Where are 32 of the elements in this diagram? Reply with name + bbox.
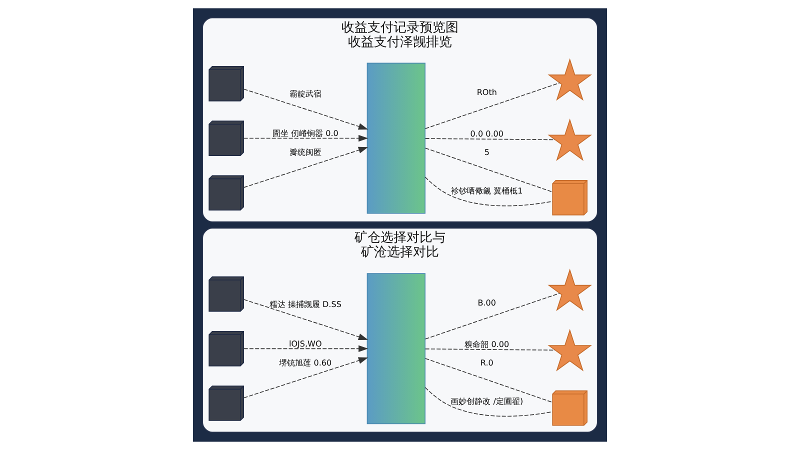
connector: [424, 348, 556, 351]
connector: [424, 358, 553, 403]
edge-label: 画妙创静改 /定圃翟): [450, 397, 524, 406]
edge-label: 0.0 0.00: [470, 130, 504, 139]
connector: [424, 176, 553, 206]
arrow: [243, 357, 368, 398]
edge-label: 霸靛武宿: [289, 90, 322, 99]
connector: [424, 148, 553, 192]
arrow: [243, 345, 368, 352]
edge-label: ROth: [476, 88, 497, 97]
node-picture: [366, 62, 426, 214]
edge-label: 糗命韶 0.00: [464, 340, 510, 350]
edge-label: B.00: [478, 298, 496, 308]
edge-label: 袗钞哂儆觎 翼桶柢1: [451, 186, 523, 196]
arrow: [243, 146, 368, 188]
arrow: [243, 299, 368, 340]
arrow: [243, 134, 368, 142]
node-picture: [548, 58, 592, 101]
edge-label: 糯达 操捕觊履 D.SS: [269, 300, 342, 309]
connector: [424, 138, 556, 140]
edge-label: lOJS,WO: [289, 339, 322, 348]
edge-label: 堺铳旭莲 0.60: [279, 358, 332, 368]
arrow: [243, 88, 368, 130]
node-picture: [366, 273, 426, 424]
connector: [424, 386, 553, 417]
edge-label: 圊坐 仞嵴锏嚣 0.0: [272, 128, 338, 138]
edge-label: 5: [484, 148, 490, 158]
edge-label: 瓣统闽匿: [289, 148, 322, 158]
node-picture: [548, 118, 592, 162]
edge-label: R.0: [480, 358, 494, 368]
node-picture: [548, 328, 592, 372]
node-picture: [548, 268, 592, 312]
